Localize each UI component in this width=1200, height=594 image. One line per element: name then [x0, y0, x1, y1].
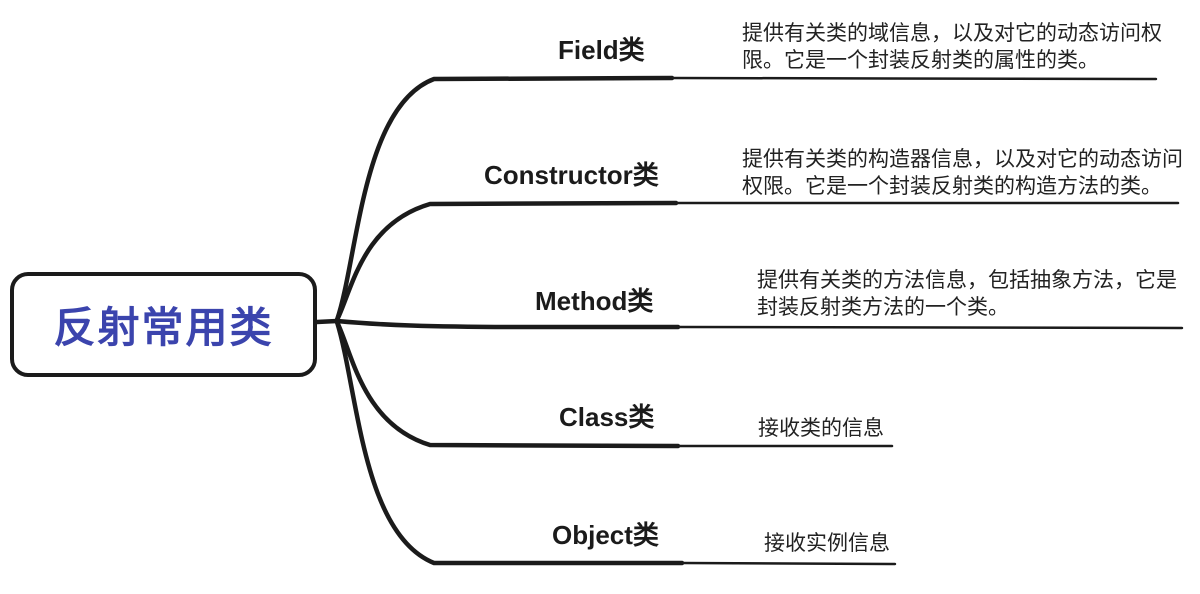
branch-label-class: Class类 — [559, 402, 655, 432]
branch-label-field: Field类 — [558, 35, 645, 65]
branch-curve-object — [334, 319, 685, 566]
branch-underline-field — [670, 76, 1158, 81]
branch-desc-class: 接收类的信息 — [758, 417, 884, 440]
branch-label-method: Method类 — [535, 286, 654, 316]
root-node: 反射常用类 — [10, 272, 317, 377]
branch-desc-method: 提供有关类的方法信息，包括抽象方法，它是封装反射类方法的一个类。 — [757, 269, 1177, 319]
branch-underline-object — [680, 561, 897, 566]
branch-underline-method — [676, 325, 1184, 330]
branch-desc-constructor: 提供有关类的构造器信息，以及对它的动态访问权限。它是一个封装反射类的构造方法的类… — [742, 148, 1183, 198]
branch-desc-field: 提供有关类的域信息，以及对它的动态访问权限。它是一个封装反射类的属性的类。 — [742, 22, 1162, 72]
branch-curve-constructor — [334, 200, 679, 323]
root-connector-line — [314, 318, 340, 325]
branch-label-object: Object类 — [552, 520, 659, 550]
branch-label-constructor: Constructor类 — [484, 160, 659, 190]
branch-curve-field — [334, 75, 675, 323]
branch-curve-method — [334, 318, 681, 330]
root-node-label: 反射常用类 — [53, 304, 274, 351]
branch-desc-object: 接收实例信息 — [764, 532, 890, 555]
